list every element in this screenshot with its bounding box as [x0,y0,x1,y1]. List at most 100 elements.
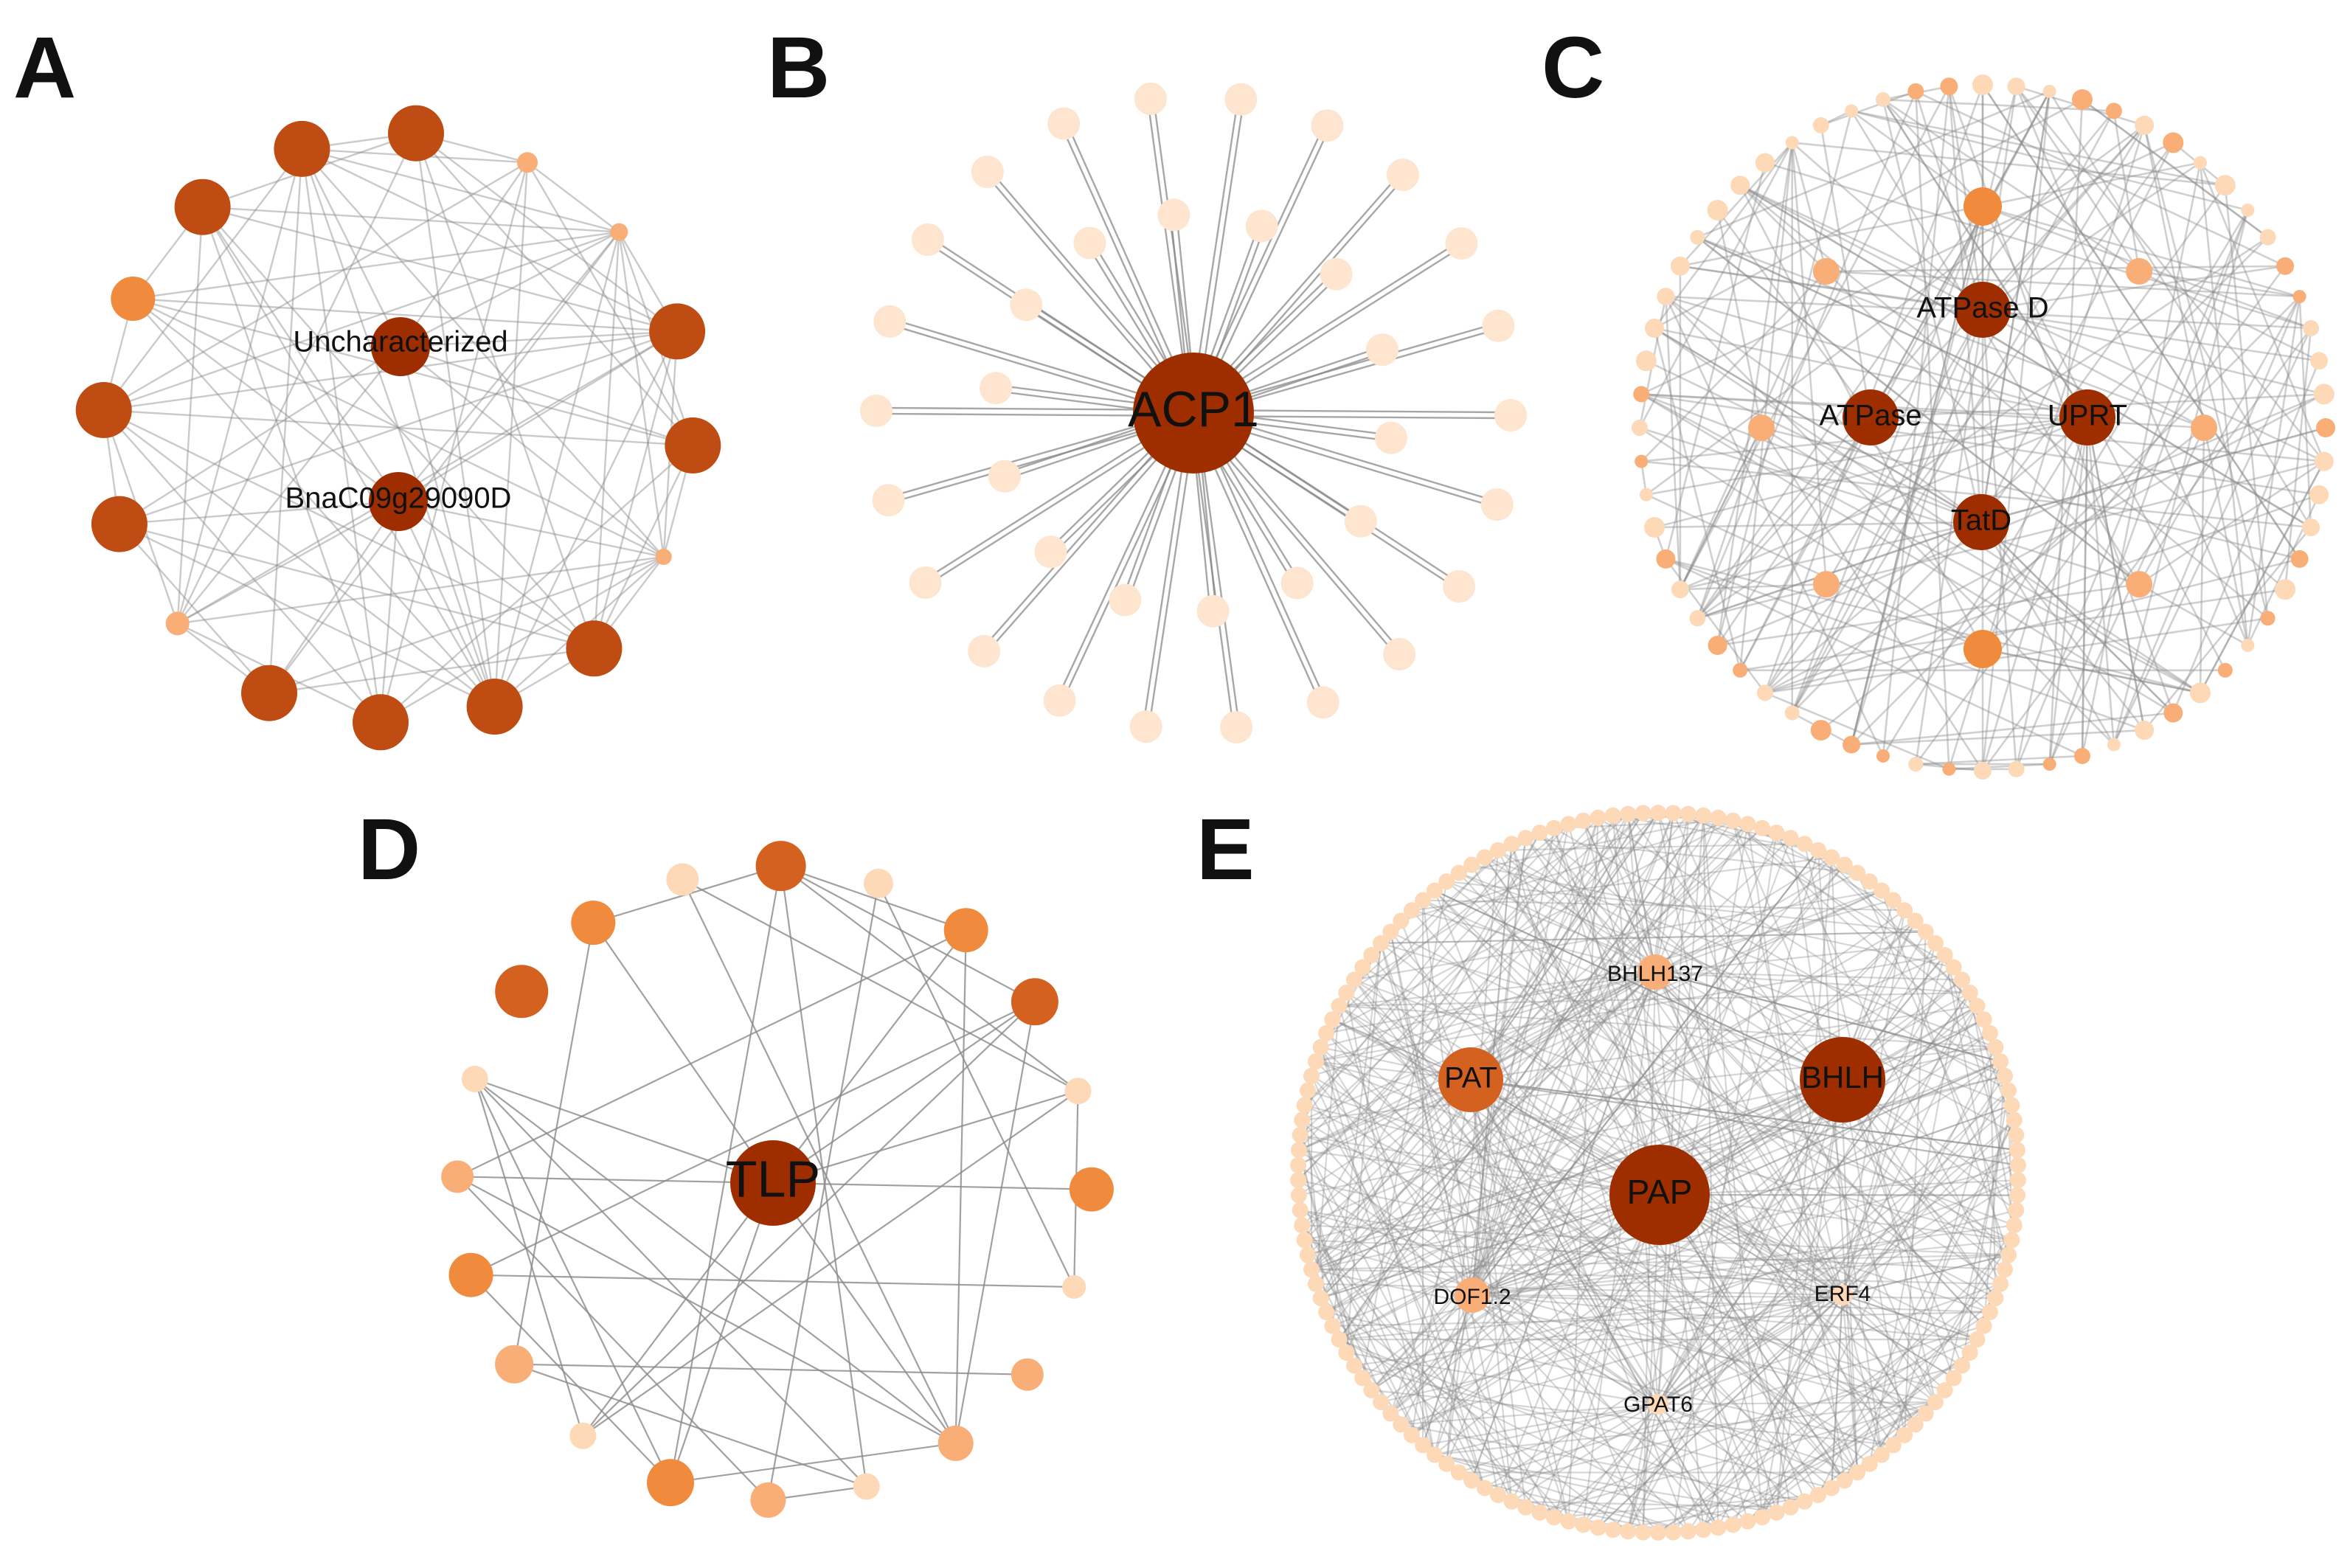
node [1823,1479,1840,1496]
edge [1882,86,1950,757]
edge [1325,819,1734,1034]
edge [400,231,620,348]
edge [1400,971,1656,1425]
edge [1299,1134,1486,1489]
edge [1325,1033,1659,1405]
node [2259,229,2276,246]
edge [1842,1254,2009,1297]
edge [1659,1194,1845,1481]
edge [1320,1193,1660,1300]
edge [474,1078,774,1184]
edge [1470,812,1659,1080]
edge [1380,943,1843,1296]
node [1292,1202,1309,1218]
edge [772,1182,1092,1190]
edge [1315,1061,1659,1405]
edge [1303,823,1570,1106]
edge [1315,1061,1660,1196]
panel-letter-d: D [358,801,420,898]
edge [1301,823,1749,1227]
edge [1422,1294,1474,1446]
edge [2081,162,2202,757]
node [1450,864,1467,881]
node [1383,638,1416,670]
node [1043,684,1076,717]
edge [1390,932,1500,1496]
edge [1696,521,1982,620]
edge [1401,1423,1805,1502]
edge [2015,86,2325,462]
edge [1400,920,1644,1533]
edge [2247,296,2301,646]
node [872,484,905,517]
node [1296,1097,1313,1114]
node [1445,227,1478,260]
node [1073,226,1106,260]
edge [268,148,303,693]
node [1363,947,1380,963]
node [2292,290,2306,304]
edge [1696,236,2088,419]
panel-letter-c: C [1542,19,1604,117]
edge [2086,417,2146,731]
edge [772,929,967,1184]
node [1546,819,1562,836]
edge [1370,1294,1473,1391]
node [1710,809,1727,826]
edge [1301,1224,1486,1489]
edge [1612,1494,1819,1531]
edge [1843,1120,2015,1481]
node [1768,825,1785,842]
node [1987,1038,2004,1055]
edge [1582,820,1656,973]
edge [1659,1193,2018,1196]
node [1415,892,1432,909]
node [2042,757,2056,771]
edge [1791,521,1982,714]
edge [1511,1500,1791,1508]
edge [1470,1079,1792,1508]
panel-c-nodes [1632,74,2335,780]
edge [1472,823,1749,1296]
edge [1320,814,1689,1299]
edge [1325,909,1905,1314]
edge [592,922,774,1184]
edge [1882,98,2140,272]
edge [1472,1294,1996,1300]
edge [1370,1079,1843,1391]
edge [1640,393,2201,694]
edge [1301,1119,1659,1533]
edge [1627,920,1916,1532]
node [2214,175,2236,196]
edge [1304,1104,1660,1196]
edge [780,865,967,932]
node [1220,711,1253,744]
node [1768,1504,1785,1521]
node [1318,1304,1335,1321]
edge [1471,814,1629,1296]
edge [1338,1005,1858,1474]
edge [1696,236,2269,620]
edge [1739,142,1793,670]
edge [1882,98,2114,112]
hub-node [2059,389,2115,445]
edge [1672,812,1937,1403]
node [1338,985,1355,1001]
edge [1471,824,1570,1296]
edge [1641,393,2320,496]
node [91,496,148,552]
node [1945,1370,1962,1387]
node [1633,386,1650,403]
node [1896,1426,1913,1443]
edge [1470,1079,1971,1353]
edge [1370,1194,1660,1391]
edge [1792,142,2225,187]
edge [1446,881,1926,933]
edge [1411,909,1660,1196]
edge [1483,856,1894,1446]
edge [177,500,399,625]
edge [780,865,867,1487]
node [1739,1513,1756,1530]
edge [1446,838,1527,1464]
node [1224,83,1258,116]
